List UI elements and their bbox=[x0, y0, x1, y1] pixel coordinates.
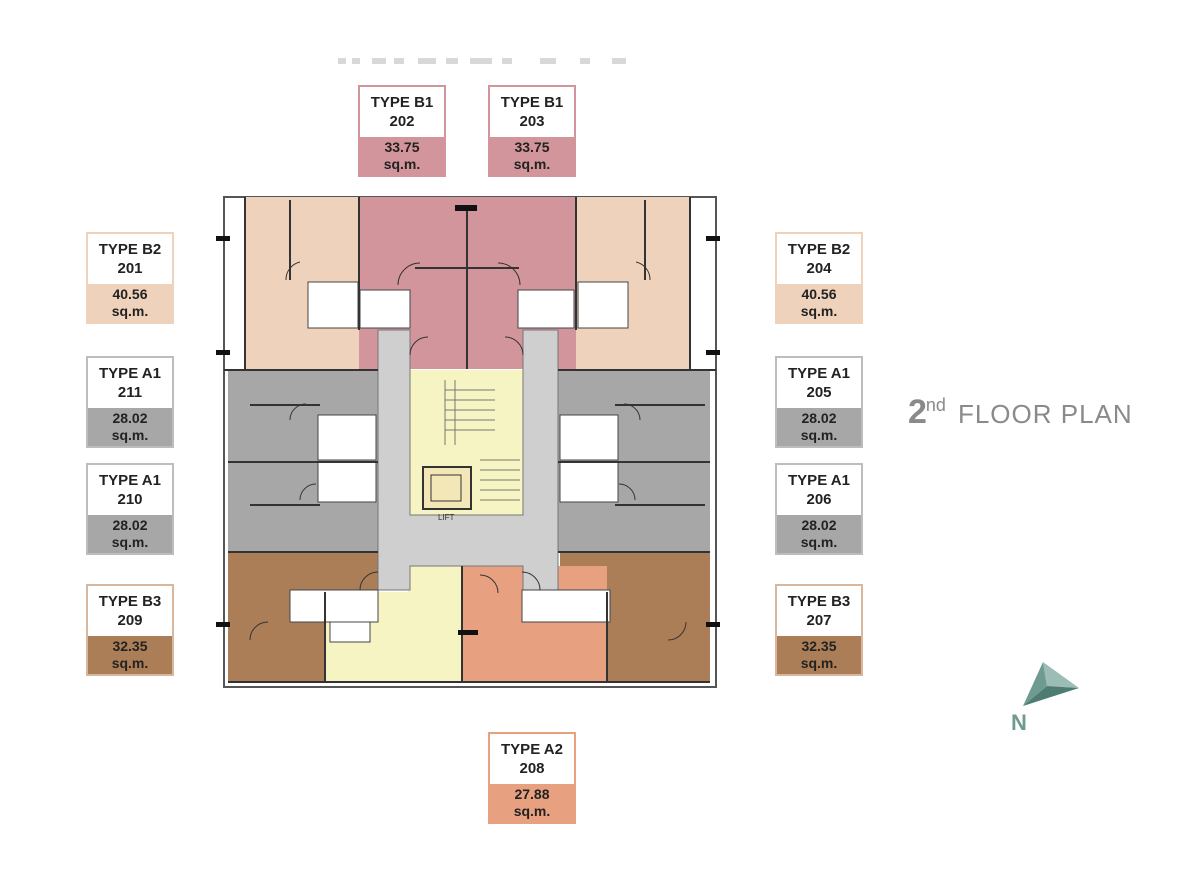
unit-type: TYPE A1 bbox=[99, 472, 161, 489]
unit-area-unit: sq.m. bbox=[800, 427, 838, 443]
unit-type: TYPE B3 bbox=[787, 593, 851, 610]
unit-area: 28.02 bbox=[112, 517, 148, 533]
floor-plan-text: FLOOR PLAN bbox=[957, 399, 1133, 429]
faint-header-marks bbox=[338, 58, 626, 64]
unit-number: 208 bbox=[519, 760, 545, 777]
floor-number-suffix: nd bbox=[925, 394, 946, 415]
unit-number: 206 bbox=[806, 491, 832, 508]
unit-number: 202 bbox=[389, 113, 415, 130]
unit-area: 28.02 bbox=[801, 410, 837, 426]
lift-label: LIFT bbox=[438, 513, 455, 522]
north-arrow-icon bbox=[1023, 662, 1079, 706]
unit-number: 204 bbox=[806, 260, 832, 277]
floor-number: 2 bbox=[908, 393, 927, 431]
unit-area-unit: sq.m. bbox=[513, 156, 551, 172]
unit-number: 203 bbox=[519, 113, 545, 130]
compass-north-label: N bbox=[1011, 710, 1027, 735]
unit-type: TYPE A1 bbox=[99, 365, 161, 382]
stair-lines bbox=[444, 380, 520, 501]
unit-area-unit: sq.m. bbox=[111, 534, 149, 550]
unit-area-unit: sq.m. bbox=[800, 534, 838, 550]
unit-area-unit: sq.m. bbox=[111, 303, 149, 319]
floor-plan-title: 2nd FLOOR PLAN bbox=[908, 393, 1133, 432]
unit-type: TYPE B2 bbox=[98, 241, 162, 258]
door-swings bbox=[249, 261, 687, 641]
unit-area-unit: sq.m. bbox=[383, 156, 421, 172]
unit-area: 40.56 bbox=[801, 286, 837, 302]
unit-area-unit: sq.m. bbox=[111, 655, 149, 671]
unit-type: TYPE B1 bbox=[500, 94, 564, 111]
unit-202-area bbox=[359, 197, 467, 369]
unit-type: TYPE A2 bbox=[501, 741, 563, 758]
unit-203-area bbox=[467, 197, 576, 369]
bathrooms bbox=[289, 281, 629, 643]
unit-area-unit: sq.m. bbox=[111, 427, 149, 443]
unit-number: 201 bbox=[117, 260, 143, 277]
unit-area: 40.56 bbox=[112, 286, 148, 302]
unit-number: 209 bbox=[117, 612, 143, 629]
unit-area: 28.02 bbox=[801, 517, 837, 533]
lift-shaft bbox=[422, 466, 472, 510]
unit-number: 210 bbox=[117, 491, 143, 508]
unit-type: TYPE B3 bbox=[98, 593, 162, 610]
unit-area: 28.02 bbox=[112, 410, 148, 426]
unit-type: TYPE B2 bbox=[787, 241, 851, 258]
unit-number: 207 bbox=[806, 612, 832, 629]
unit-area: 33.75 bbox=[514, 139, 550, 155]
unit-area: 27.88 bbox=[514, 786, 550, 802]
wall-stubs bbox=[216, 205, 720, 635]
unit-type: TYPE B1 bbox=[370, 94, 434, 111]
common-area-south2 bbox=[408, 566, 462, 596]
unit-type: TYPE A1 bbox=[788, 472, 850, 489]
unit-area: 33.75 bbox=[384, 139, 420, 155]
unit-number: 211 bbox=[117, 384, 143, 401]
unit-area-unit: sq.m. bbox=[800, 655, 838, 671]
unit-number: 205 bbox=[806, 384, 832, 401]
unit-area: 32.35 bbox=[112, 638, 148, 654]
unit-area-unit: sq.m. bbox=[513, 803, 551, 819]
unit-209b-area bbox=[290, 552, 378, 592]
unit-type: TYPE A1 bbox=[788, 365, 850, 382]
unit-area-unit: sq.m. bbox=[800, 303, 838, 319]
unit-area: 32.35 bbox=[801, 638, 837, 654]
interior-walls bbox=[224, 197, 716, 683]
